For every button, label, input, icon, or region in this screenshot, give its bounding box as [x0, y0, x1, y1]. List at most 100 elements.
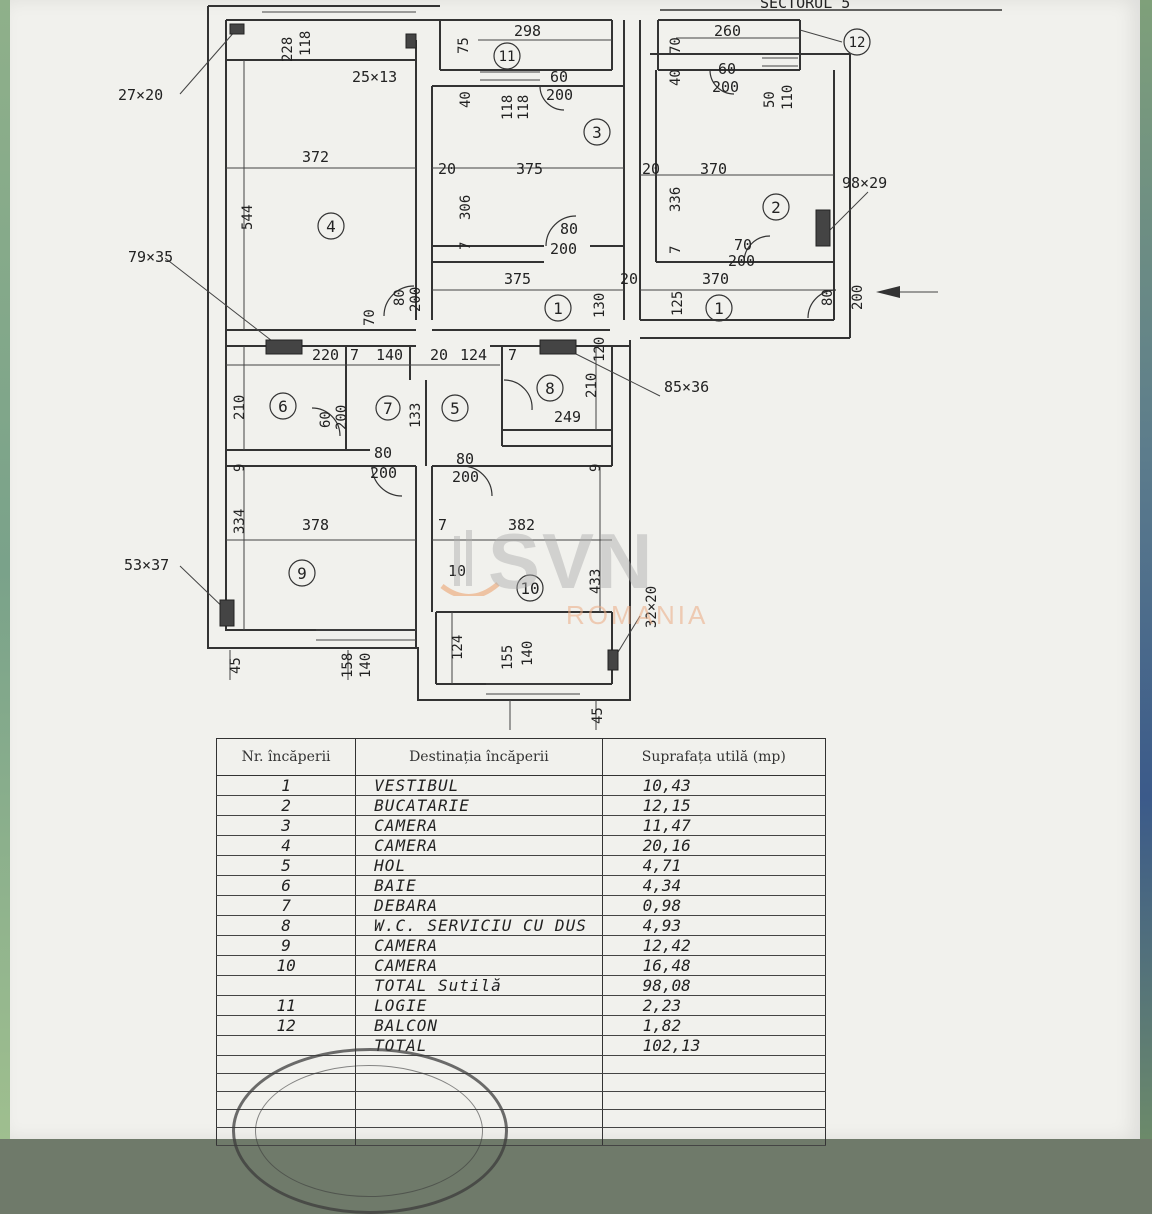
room-label-1-left: 1: [553, 299, 563, 318]
table-cell-empty: [601, 1055, 827, 1074]
dim-200-f: 200: [850, 285, 866, 310]
table-cell-dest: HOL: [355, 855, 603, 876]
dim-7-e: 7: [438, 516, 447, 534]
official-stamp: [232, 1048, 508, 1214]
dim-80-b: 80: [392, 289, 408, 306]
room-label-10: 10: [520, 579, 539, 598]
dim-140-a: 140: [376, 346, 403, 364]
dim-544: 544: [240, 205, 256, 230]
dim-40-a: 40: [668, 69, 684, 86]
table-cell-nr: 9: [215, 935, 357, 956]
table-cell-empty: [601, 1073, 827, 1092]
dim-20-c: 20: [620, 270, 638, 288]
dim-220: 220: [312, 346, 339, 364]
room-label-3: 3: [592, 123, 602, 142]
table-cell-area: 20,16: [601, 835, 827, 856]
dim-200-i: 200: [452, 468, 479, 486]
table-cell-dest: BUCATARIE: [355, 795, 603, 816]
dim-200-c: 200: [550, 240, 577, 258]
table-cell-empty: [601, 1127, 827, 1146]
dim-110: 110: [780, 85, 796, 110]
table-cell-area: 102,13: [601, 1035, 827, 1056]
dim-80-c: 80: [820, 289, 836, 306]
dim-70-b: 70: [734, 236, 752, 254]
table-cell-nr: [215, 975, 357, 996]
dim-200-d: 200: [728, 252, 755, 270]
dim-382: 382: [508, 516, 535, 534]
table-cell-dest: VESTIBUL: [355, 775, 603, 796]
dim-75: 75: [456, 37, 472, 54]
room-label-11: 11: [499, 49, 516, 65]
dim-25x13: 25×13: [352, 68, 397, 86]
dim-70-a: 70: [668, 37, 684, 54]
dim-260: 260: [714, 22, 741, 40]
official-stamp-inner: [255, 1065, 483, 1197]
table-cell-area: 4,71: [601, 855, 827, 876]
table-cell-nr: 1: [215, 775, 357, 796]
dim-200-g: 200: [334, 405, 350, 430]
dim-370-b: 370: [702, 270, 729, 288]
dim-158: 158: [340, 653, 356, 678]
table-cell-dest: LOGIE: [355, 995, 603, 1016]
dim-200-a: 200: [546, 86, 573, 104]
dim-133: 133: [408, 403, 424, 428]
dim-7-a: 7: [458, 242, 474, 250]
table-cell-area: 1,82: [601, 1015, 827, 1036]
dim-375-a: 375: [516, 160, 543, 178]
table-cell-area: 4,93: [601, 915, 827, 936]
dim-32x20: 32×20: [644, 586, 660, 628]
dim-60-c: 60: [318, 411, 334, 428]
dim-200-h: 200: [370, 464, 397, 482]
dim-120: 120: [592, 337, 608, 362]
table-cell-dest: W.C. SERVICIU CU DUS: [355, 915, 603, 936]
dim-210-a: 210: [232, 395, 248, 420]
dim-53x37: 53×37: [124, 556, 169, 574]
table-cell-nr: 4: [215, 835, 357, 856]
room-label-4: 4: [326, 217, 336, 236]
dim-45-a: 45: [228, 657, 244, 674]
table-cell-dest: CAMERA: [355, 815, 603, 836]
dim-60-b: 60: [718, 60, 736, 78]
dim-40-b: 40: [458, 91, 474, 108]
dim-375-b: 375: [504, 270, 531, 288]
table-cell-nr: 8: [215, 915, 357, 936]
dim-9-a: 9: [232, 464, 248, 472]
dim-20-b: 20: [642, 160, 660, 178]
dim-60-a: 60: [550, 68, 568, 86]
table-cell-dest: CAMERA: [355, 955, 603, 976]
table-cell-empty: [601, 1091, 827, 1110]
dim-45-b: 45: [590, 707, 606, 724]
dim-210-b: 210: [584, 373, 600, 398]
floor-plan: SECTORUL 5: [118, 0, 1002, 730]
table-cell-nr: 3: [215, 815, 357, 836]
dim-70-c: 70: [362, 309, 378, 326]
section-label: SECTORUL 5: [760, 0, 850, 12]
dim-306: 306: [458, 195, 474, 220]
dim-155: 155: [500, 645, 516, 670]
table-cell-nr: 6: [215, 875, 357, 896]
dim-118-b: 118: [500, 95, 516, 120]
dim-10: 10: [448, 562, 466, 580]
table-cell-nr: 7: [215, 895, 357, 916]
dim-80-d: 80: [374, 444, 392, 462]
dim-98x29: 98×29: [842, 174, 887, 192]
dim-130: 130: [592, 293, 608, 318]
dim-80-e: 80: [456, 450, 474, 468]
dim-9-b: 9: [588, 464, 604, 472]
dim-7-c: 7: [350, 346, 359, 364]
dim-378: 378: [302, 516, 329, 534]
dim-79x35: 79×35: [128, 248, 173, 266]
table-cell-dest: TOTAL Sutilă: [355, 975, 603, 996]
dim-336: 336: [668, 187, 684, 212]
table-cell-nr: 11: [215, 995, 357, 1016]
room-label-9: 9: [297, 564, 307, 583]
